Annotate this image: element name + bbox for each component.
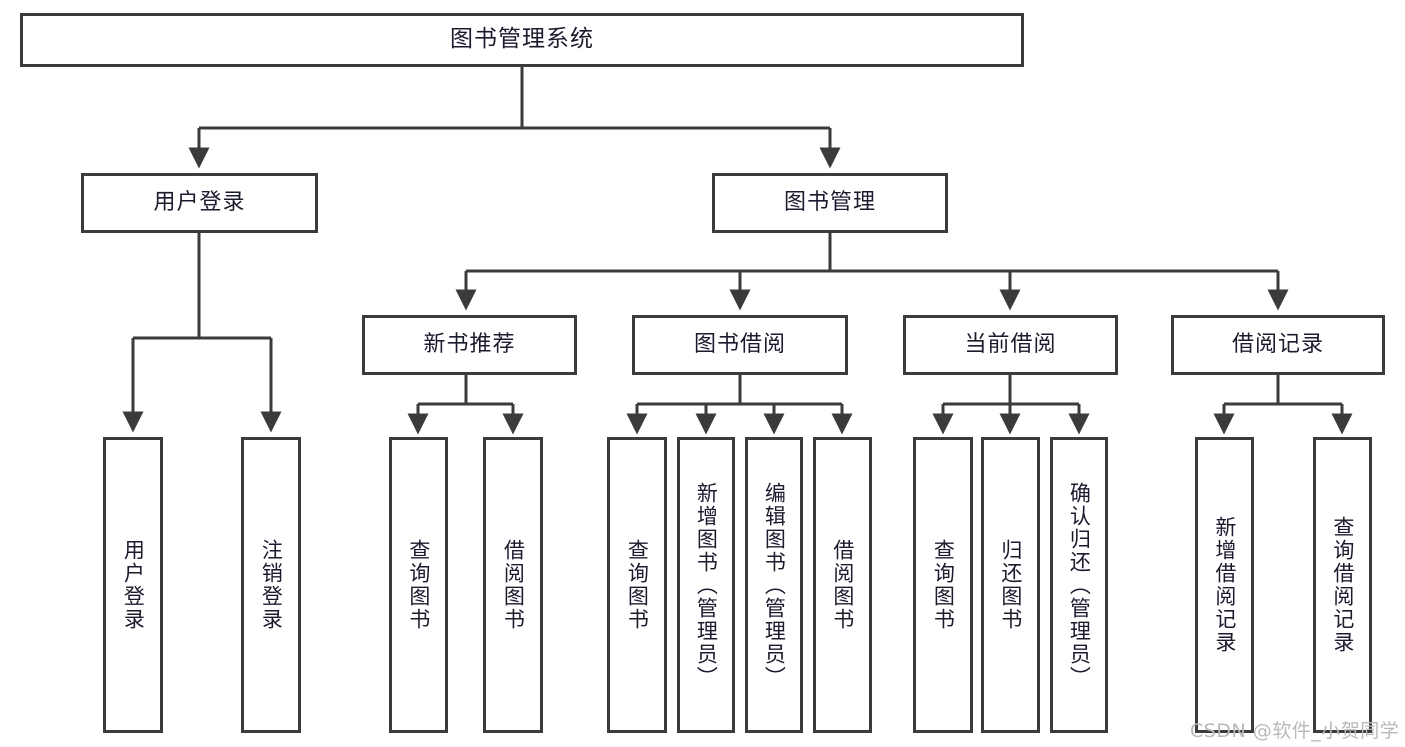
watermark-text: CSDN @软件_小贺同学: [1190, 720, 1400, 742]
leaf-borrow-borrow-book[interactable]: 借阅图书: [813, 437, 872, 733]
leaf-label: 编辑图书（管理员）: [762, 481, 787, 689]
leaf-borrow-add-book-admin[interactable]: 新增图书（管理员）: [677, 437, 735, 733]
leaf-label: 借阅图书: [501, 539, 526, 631]
leaf-label: 新增借阅记录: [1212, 516, 1237, 654]
leaf-label: 查询图书: [406, 539, 431, 631]
leaf-label: 归还图书: [998, 539, 1023, 631]
node-label: 图书管理系统: [450, 26, 594, 53]
node-user-login[interactable]: 用户登录: [81, 173, 318, 233]
leaf-user-login-logout[interactable]: 注销登录: [241, 437, 301, 733]
node-label: 借阅记录: [1231, 331, 1324, 357]
leaf-label: 注销登录: [259, 539, 284, 631]
leaf-label: 借阅图书: [830, 539, 855, 631]
leaf-label: 新增图书（管理员）: [694, 481, 719, 689]
leaf-recommend-query-book[interactable]: 查询图书: [389, 437, 448, 733]
node-current-borrow[interactable]: 当前借阅: [903, 315, 1118, 375]
leaf-user-login-login[interactable]: 用户登录: [103, 437, 163, 733]
leaf-current-query-book[interactable]: 查询图书: [913, 437, 973, 733]
leaf-recommend-borrow-book[interactable]: 借阅图书: [483, 437, 543, 733]
leaf-record-add-record[interactable]: 新增借阅记录: [1195, 437, 1254, 733]
leaf-borrow-edit-book-admin[interactable]: 编辑图书（管理员）: [745, 437, 803, 733]
node-borrow-record[interactable]: 借阅记录: [1171, 315, 1385, 375]
leaf-current-confirm-return-admin[interactable]: 确认归还（管理员）: [1050, 437, 1108, 733]
node-label: 图书管理: [783, 189, 876, 215]
node-label: 用户登录: [153, 189, 246, 215]
node-root-system[interactable]: 图书管理系统: [20, 13, 1024, 67]
leaf-current-return-book[interactable]: 归还图书: [981, 437, 1040, 733]
leaf-record-query-record[interactable]: 查询借阅记录: [1313, 437, 1372, 733]
node-label: 新书推荐: [423, 331, 516, 357]
csdn-watermark: CSDN @软件_小贺同学: [1190, 716, 1399, 743]
leaf-label: 查询图书: [625, 539, 650, 631]
leaf-label: 用户登录: [121, 539, 146, 631]
leaf-label: 查询图书: [931, 539, 956, 631]
leaf-label: 查询借阅记录: [1330, 516, 1355, 654]
node-label: 图书借阅: [693, 331, 786, 357]
node-new-book-recommend[interactable]: 新书推荐: [362, 315, 577, 375]
node-book-borrow[interactable]: 图书借阅: [632, 315, 848, 375]
node-book-management[interactable]: 图书管理: [712, 173, 948, 233]
leaf-borrow-query-book[interactable]: 查询图书: [607, 437, 667, 733]
node-label: 当前借阅: [964, 331, 1057, 357]
leaf-label: 确认归还（管理员）: [1067, 481, 1092, 689]
